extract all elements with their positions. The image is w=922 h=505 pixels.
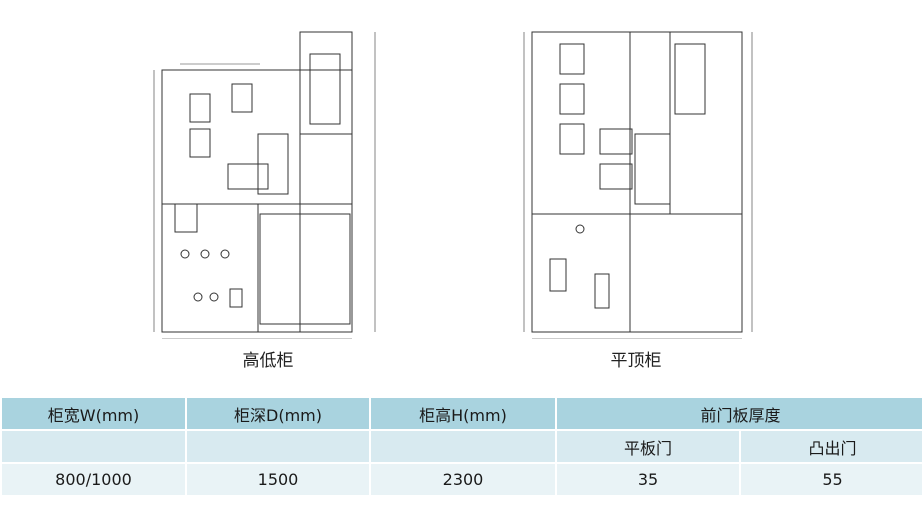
value-width: 800/1000	[2, 464, 185, 495]
value-depth: 1500	[187, 464, 369, 495]
value-flat-door: 35	[557, 464, 739, 495]
header-width: 柜宽W(mm)	[2, 398, 185, 429]
subheader-flat-door: 平板门	[557, 431, 739, 462]
header-height: 柜高H(mm)	[371, 398, 555, 429]
table-row: 800/1000 1500 2300 35 55	[2, 464, 922, 495]
drawing-flat-top-cabinet	[520, 14, 760, 339]
spec-table: 柜宽W(mm) 柜深D(mm) 柜高H(mm) 前门板厚度 平板门 凸出门 80…	[0, 396, 922, 497]
caption-flat-top-cabinet: 平顶柜	[610, 351, 662, 371]
drawings-area: 高低柜 平顶柜	[150, 14, 760, 371]
subheader-empty-2	[187, 431, 369, 462]
subheader-empty-3	[371, 431, 555, 462]
table-subheader-row: 平板门 凸出门	[2, 431, 922, 462]
drawing-high-low-cabinet	[150, 14, 390, 339]
header-door-thickness: 前门板厚度	[557, 398, 922, 429]
caption-high-low-cabinet: 高低柜	[242, 351, 294, 371]
header-depth: 柜深D(mm)	[187, 398, 369, 429]
subheader-empty-1	[2, 431, 185, 462]
subheader-raised-door: 凸出门	[741, 431, 922, 462]
table-header-row: 柜宽W(mm) 柜深D(mm) 柜高H(mm) 前门板厚度	[2, 398, 922, 429]
value-height: 2300	[371, 464, 555, 495]
value-raised-door: 55	[741, 464, 922, 495]
